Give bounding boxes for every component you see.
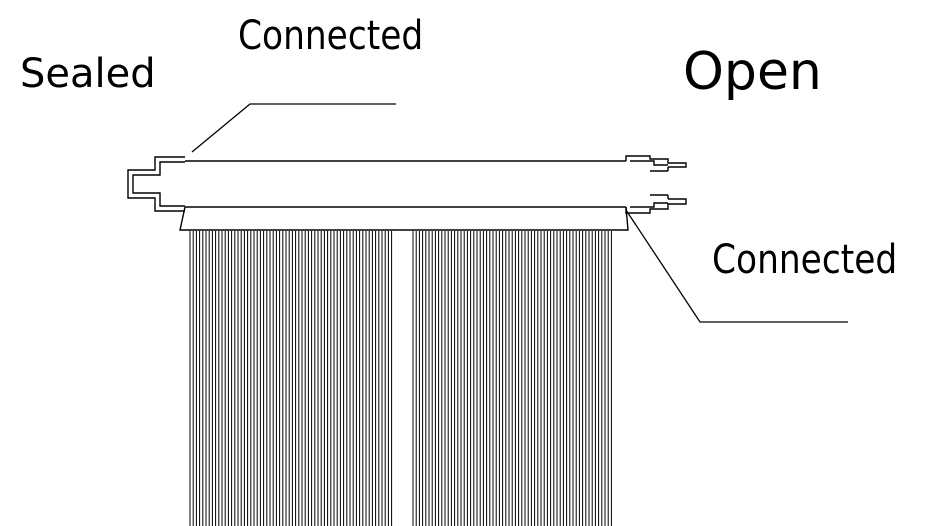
open-end-fittings — [625, 155, 687, 214]
header-body — [179, 160, 629, 231]
fiber-bundle-right — [412, 231, 612, 526]
sealed-end-cap — [127, 156, 185, 212]
fiber-bundle-left — [189, 231, 393, 526]
label-connected-top: Connected — [238, 13, 424, 59]
leader-line-top — [191, 103, 396, 153]
label-connected-right: Connected — [712, 237, 898, 283]
label-sealed: Sealed — [20, 51, 156, 97]
leader-line-right — [625, 209, 848, 323]
label-open: Open — [683, 42, 822, 102]
